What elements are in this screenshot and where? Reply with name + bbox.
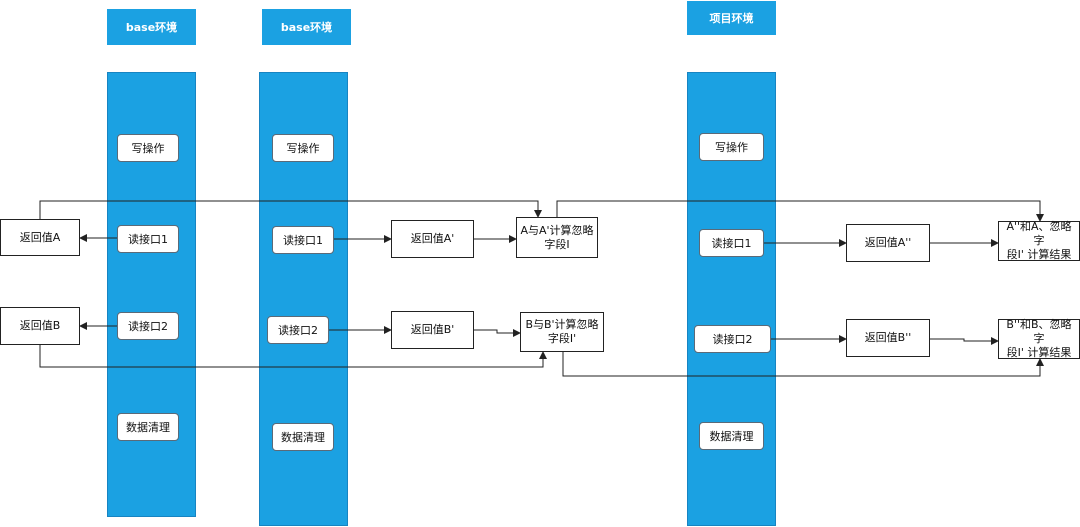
arrow-return-b-dprime-to-final-b bbox=[930, 337, 999, 345]
col3-data-cleanup: 数据清理 bbox=[699, 422, 764, 450]
col2-data-cleanup: 数据清理 bbox=[272, 423, 334, 451]
return-b-dprime: 返回值B'' bbox=[846, 319, 930, 357]
arrow-compare-b-to-final-b bbox=[562, 352, 1044, 377]
col2-read-api-1: 读接口1 bbox=[272, 226, 334, 254]
compare-b-line-2: 字段I' bbox=[547, 332, 577, 345]
col2-write-op: 写操作 bbox=[272, 134, 334, 162]
final-a-line-2: 段I' 计算结果 bbox=[1006, 248, 1072, 261]
header-base-env-1: base环境 bbox=[107, 9, 196, 45]
final-b-box: B''和B、忽略字 段I' 计算结果 bbox=[998, 318, 1080, 359]
return-b-prime: 返回值B' bbox=[391, 311, 474, 349]
compare-a-box: A与A'计算忽略 字段I bbox=[516, 217, 598, 258]
return-a: 返回值A bbox=[0, 219, 80, 256]
arrow-compare-a-to-final-a bbox=[556, 200, 1044, 222]
col1-read-api-1: 读接口1 bbox=[117, 225, 179, 253]
col1-write-op: 写操作 bbox=[117, 134, 179, 162]
col3-read-api-1: 读接口1 bbox=[699, 229, 764, 257]
compare-b-box: B与B'计算忽略 字段I' bbox=[520, 312, 604, 352]
compare-a-line-2: 字段I bbox=[544, 237, 570, 251]
return-a-dprime: 返回值A'' bbox=[846, 224, 930, 262]
return-a-prime: 返回值A' bbox=[391, 220, 474, 258]
col1-data-cleanup: 数据清理 bbox=[117, 413, 179, 441]
final-b-line-2: 段I' 计算结果 bbox=[1006, 346, 1072, 359]
col3-read-api-2: 读接口2 bbox=[694, 325, 771, 353]
col3-write-op: 写操作 bbox=[699, 133, 764, 161]
final-a-line-1: A''和A、忽略字 bbox=[1006, 220, 1072, 247]
header-base-env-2: base环境 bbox=[262, 9, 351, 45]
arrow-return-a-to-compare-a bbox=[39, 200, 542, 219]
arrow-return-b-prime-to-compare-b bbox=[474, 329, 521, 337]
arrow-return-b-to-compare-b bbox=[39, 345, 547, 368]
col1-read-api-2: 读接口2 bbox=[117, 312, 179, 340]
compare-a-line-1: A与A'计算忽略 bbox=[520, 223, 594, 237]
col2-read-api-2: 读接口2 bbox=[267, 316, 329, 344]
header-project-env: 项目环境 bbox=[687, 1, 776, 35]
compare-b-line-1: B与B'计算忽略 bbox=[525, 318, 599, 331]
final-b-line-1: B''和B、忽略字 bbox=[1006, 318, 1072, 345]
final-a-box: A''和A、忽略字 段I' 计算结果 bbox=[998, 220, 1080, 261]
return-b: 返回值B bbox=[0, 307, 80, 345]
